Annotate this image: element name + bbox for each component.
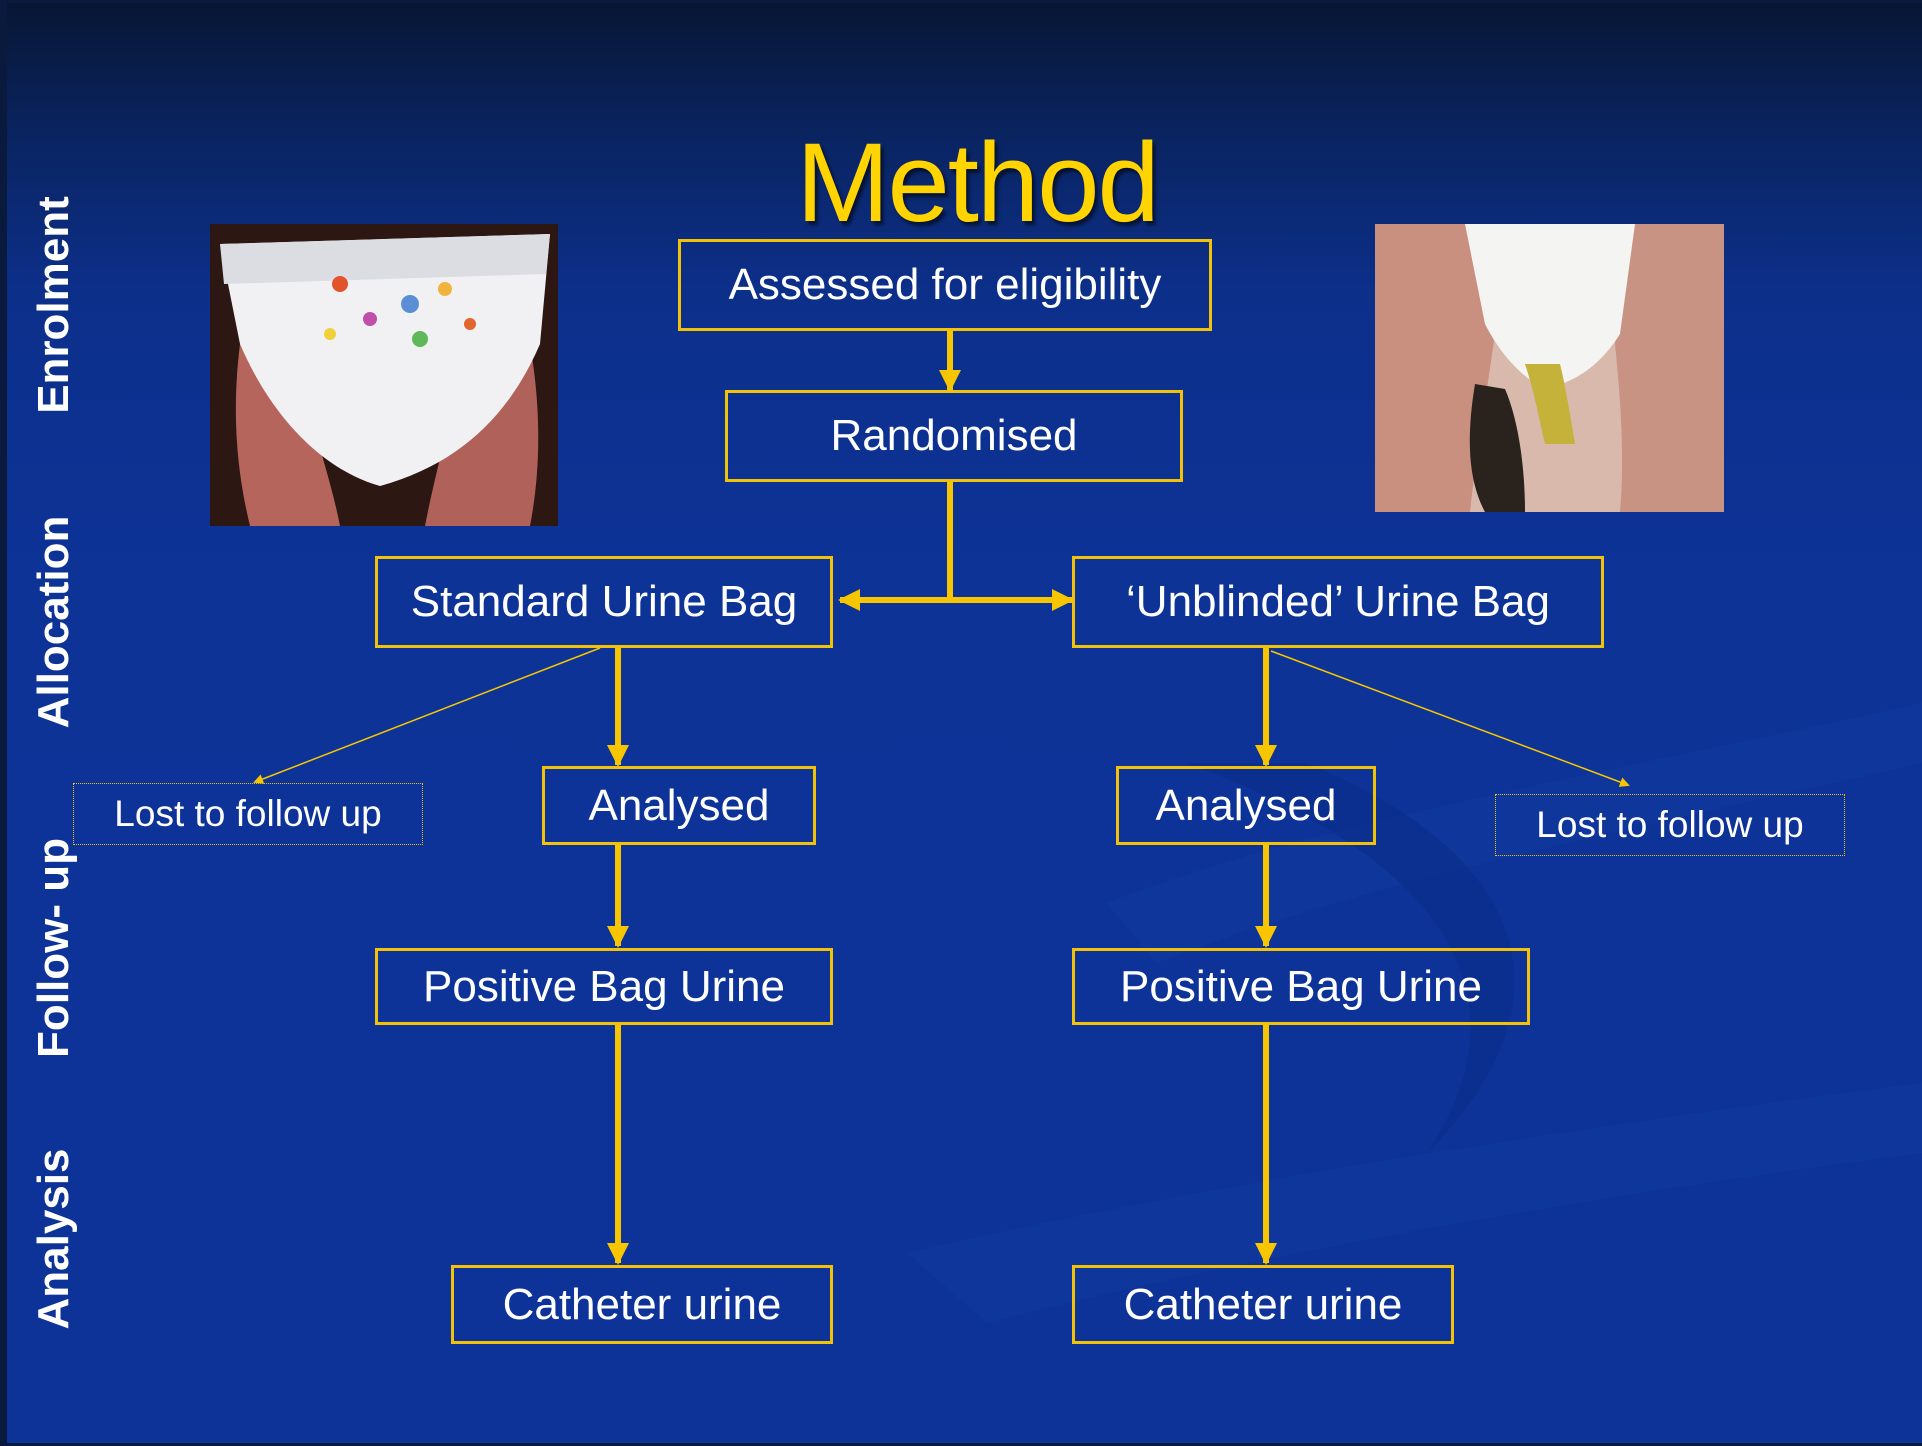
box-catheter-urine-right: Catheter urine: [1072, 1265, 1454, 1344]
box-unblinded-urine-bag: ‘Unblinded’ Urine Bag: [1072, 556, 1604, 648]
box-standard-urine-bag: Standard Urine Bag: [375, 556, 833, 648]
flow-arrows: [7, 3, 1922, 1443]
arrow-to-lost-right: [1271, 651, 1628, 785]
slide: Enrolment Allocation Follow- up Analysis…: [7, 3, 1922, 1443]
box-lost-to-follow-up-right: Lost to follow up: [1495, 794, 1845, 856]
box-positive-bag-urine-left: Positive Bag Urine: [375, 948, 833, 1025]
arrow-to-lost-left: [255, 648, 600, 782]
box-catheter-urine-left: Catheter urine: [451, 1265, 833, 1344]
box-analysed-left: Analysed: [542, 766, 816, 845]
box-positive-bag-urine-right: Positive Bag Urine: [1072, 948, 1530, 1025]
box-randomised: Randomised: [725, 390, 1183, 482]
box-assessed-for-eligibility: Assessed for eligibility: [678, 239, 1212, 331]
box-lost-to-follow-up-left: Lost to follow up: [73, 783, 423, 845]
box-analysed-right: Analysed: [1116, 766, 1376, 845]
